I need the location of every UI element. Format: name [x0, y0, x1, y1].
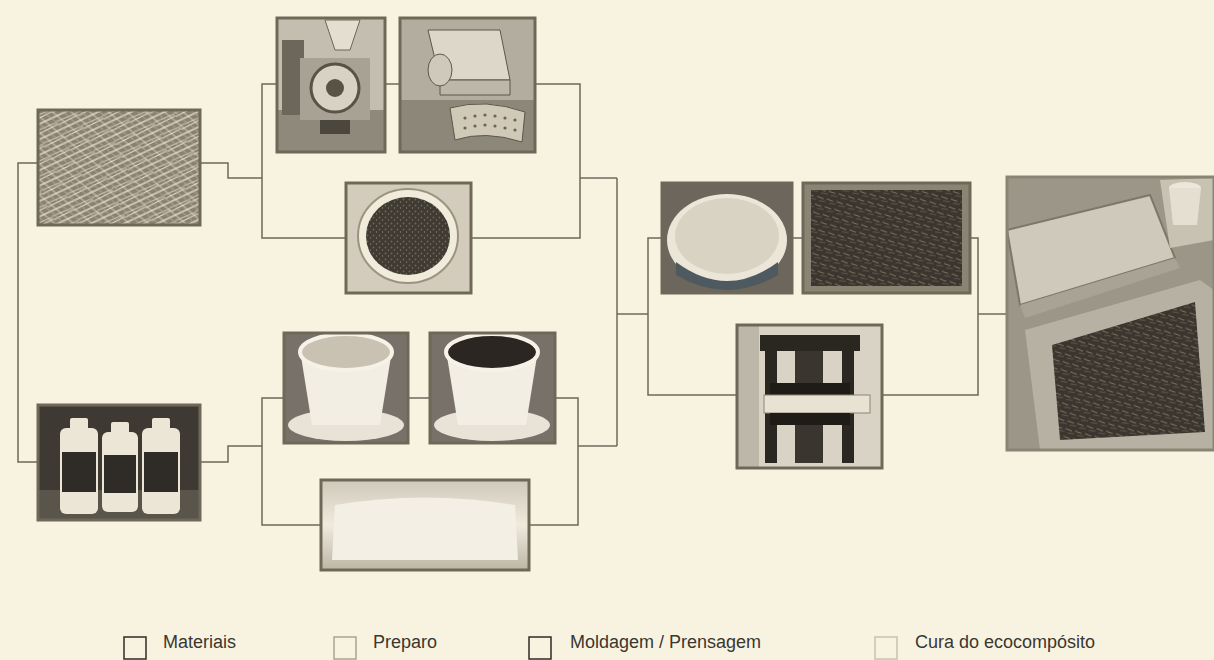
finished-composite-photo	[1007, 177, 1214, 450]
legend-swatch	[529, 637, 551, 659]
powder-bowl-photo	[346, 183, 471, 293]
resin-bottles-photo	[38, 405, 200, 520]
mold-filled-photo	[803, 183, 970, 293]
legend-swatch	[124, 637, 146, 659]
release-agent-photo	[662, 183, 792, 293]
straw-photo	[38, 110, 200, 225]
legend-label: Cura do ecocompósito	[915, 632, 1095, 652]
legend-swatch	[875, 637, 897, 659]
cured-resin-photo	[321, 480, 529, 570]
legend-label: Materiais	[163, 632, 236, 652]
legend-label: Moldagem / Prensagem	[570, 632, 761, 652]
legend-swatch	[334, 637, 356, 659]
legend-label: Preparo	[373, 632, 437, 652]
bracket-lines	[18, 84, 1007, 525]
sieve-photo	[400, 18, 535, 152]
press-photo	[737, 325, 882, 468]
grinder-photo	[277, 18, 385, 152]
resin-cup-dark-photo	[430, 333, 555, 443]
resin-cup-photo	[284, 333, 408, 443]
